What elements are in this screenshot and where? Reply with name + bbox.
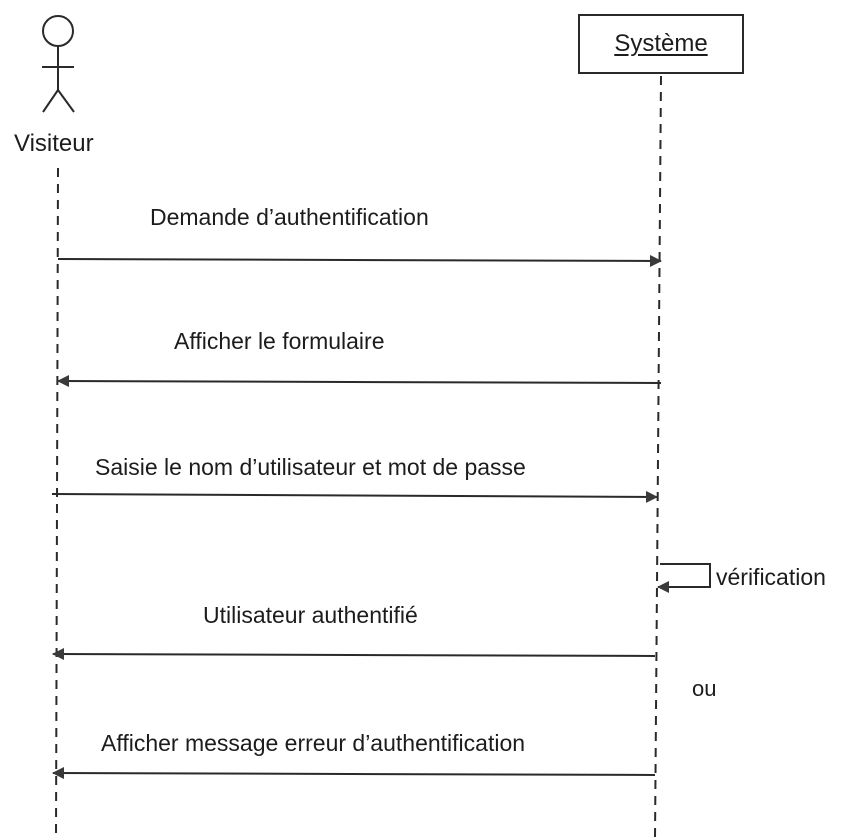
message-arrow-m5: [52, 648, 656, 661]
self-message-arrow-m4: [657, 563, 711, 593]
actor-lifeline: [55, 167, 59, 839]
message-label-m1: Demande d’authentification: [150, 204, 429, 230]
actor-label: Visiteur: [14, 130, 94, 157]
system-label: Système: [614, 30, 708, 57]
message-arrow-m2: [57, 375, 662, 388]
message-label-m4: vérification: [716, 564, 826, 590]
message-label-m5: Utilisateur authentifié: [203, 602, 418, 628]
message-label-m2: Afficher le formulaire: [174, 328, 385, 354]
message-label-m6: Afficher message erreur d’authentificati…: [101, 730, 526, 756]
message-arrow-m3: [51, 490, 658, 503]
stick-figure-icon: [42, 15, 75, 113]
system-participant-box: Système: [578, 14, 744, 74]
message-label-m3: Saisie le nom d’utilisateur et mot de pa…: [95, 454, 526, 480]
alternative-label: ou: [692, 676, 717, 701]
message-arrow-m6: [52, 767, 656, 780]
system-lifeline: [654, 75, 662, 839]
message-arrow-m1: [57, 254, 662, 267]
